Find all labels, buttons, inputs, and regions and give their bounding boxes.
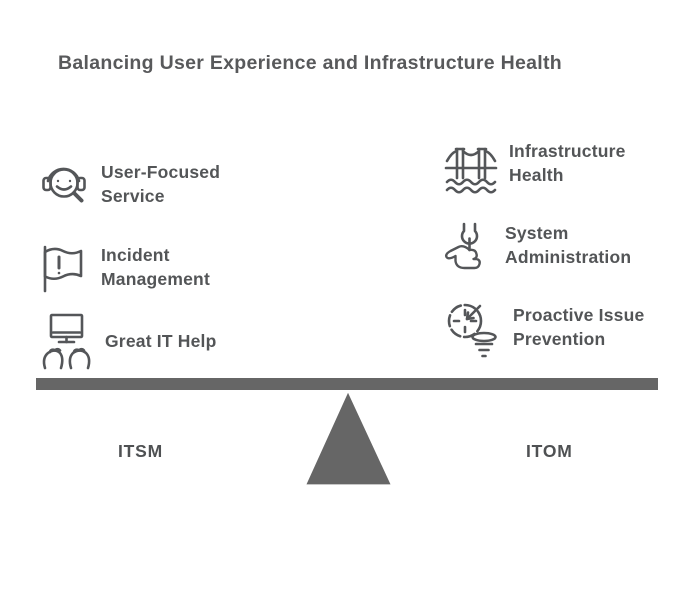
incident-flag-icon: [38, 242, 90, 294]
item-label: User-Focused Service: [101, 162, 221, 206]
list-item: System Administration: [444, 220, 670, 278]
itom-label: ITOM: [526, 441, 573, 461]
item-label: Incident Management: [101, 245, 210, 289]
page-title: Balancing User Experience and Infrastruc…: [57, 52, 563, 74]
list-item: User-Focused Service: [38, 155, 251, 208]
list-item: Proactive Issue Prevention: [444, 298, 678, 358]
headset-search-icon: [38, 155, 90, 207]
list-item: Infrastructure Health: [444, 140, 674, 196]
wrench-hand-icon: [444, 220, 494, 278]
list-item: Great IT Help: [38, 308, 255, 370]
target-funnel-icon: [444, 298, 502, 358]
bridge-icon: [444, 140, 498, 196]
seesaw-beam: [33, 375, 661, 393]
item-label: Great IT Help: [105, 331, 217, 351]
item-label: System Administration: [505, 223, 632, 267]
itsm-label: ITSM: [118, 441, 164, 461]
item-label: Proactive Issue Prevention: [513, 305, 645, 349]
seesaw-fulcrum-triangle: [300, 385, 398, 496]
list-item: Incident Management: [38, 242, 251, 294]
monitor-hands-icon: [38, 308, 94, 370]
item-label: Infrastructure Health: [509, 141, 626, 185]
